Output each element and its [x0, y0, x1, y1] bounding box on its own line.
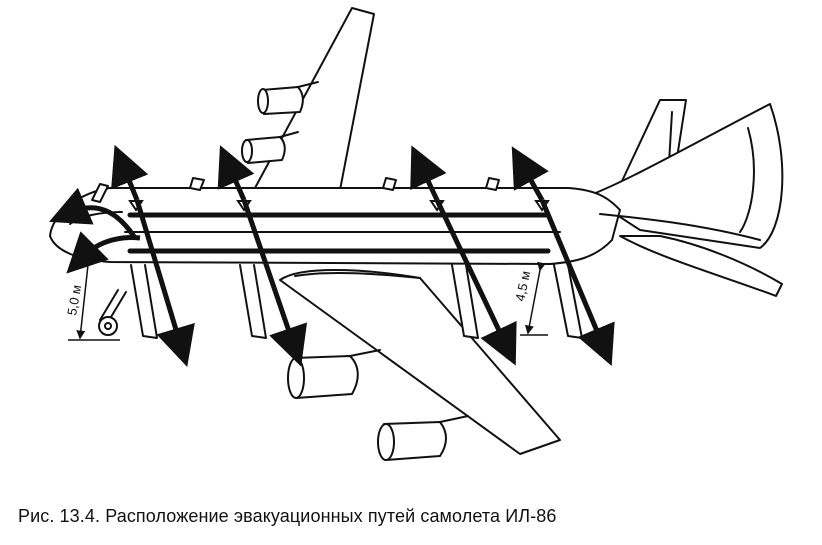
- aircraft-evacuation-diagram: 5,0 м 4,5 м: [49, 7, 784, 461]
- lower-slide-3: [451, 264, 479, 339]
- exit-arrow-1-down: [134, 199, 195, 367]
- lower-slide-2: [239, 264, 267, 339]
- upper-slide-4: [485, 177, 500, 191]
- lower-slide-4: [553, 264, 583, 339]
- upper-engine-1: [257, 81, 319, 115]
- exit-arrow-3-up: [410, 145, 447, 202]
- front-height-label: 5,0 м: [64, 284, 84, 317]
- exit-arrow-2-down: [241, 199, 308, 367]
- lower-stabilizer: [619, 235, 783, 297]
- upper-slide-1: [91, 183, 109, 203]
- upper-slide-3: [382, 177, 397, 191]
- lower-engine-2: [377, 415, 469, 461]
- upper-stabilizer: [587, 103, 784, 249]
- exit-arrow-4-down: [539, 199, 615, 367]
- exit-arrow-4-up: [511, 146, 549, 202]
- figure-caption: Рис. 13.4. Расположение эвакуационных пу…: [18, 506, 557, 526]
- upper-slide-2: [189, 177, 205, 191]
- lower-slide-1: [130, 264, 158, 339]
- rear-height-label: 4,5 м: [512, 269, 533, 302]
- lower-engine-1: [287, 349, 381, 399]
- nose-arrow-upper: [49, 187, 138, 240]
- nose-arrow-lower: [66, 231, 141, 274]
- exit-arrow-2-up: [217, 145, 255, 202]
- nose-landing-gear: [98, 289, 127, 336]
- exit-arrow-1-up: [111, 144, 149, 201]
- evacuation-routes: [127, 212, 551, 254]
- exit-arrow-3-down: [434, 198, 517, 366]
